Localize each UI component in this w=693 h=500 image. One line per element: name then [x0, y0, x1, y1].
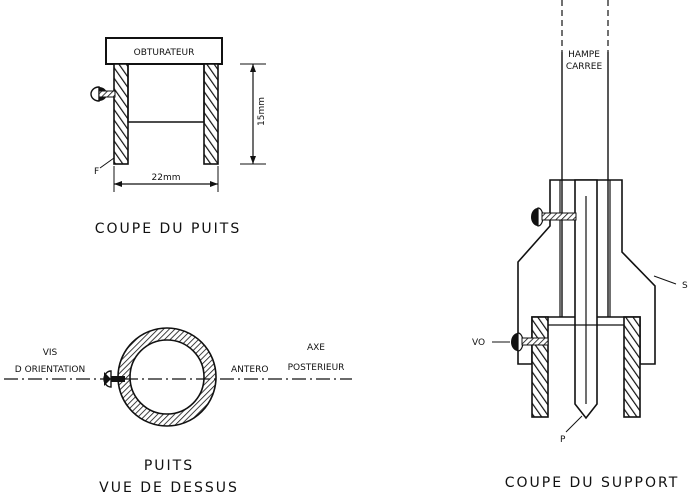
- posterieur-label: POSTERIEUR: [288, 363, 345, 373]
- well-right-wall: [203, 63, 219, 165]
- top-view-drawing: VIS D ORIENTATION ANTERO AXE POSTERIEUR …: [4, 327, 352, 496]
- antero-label: ANTERO: [231, 365, 268, 375]
- height-dimension: [240, 63, 266, 165]
- obturateur-cap: [105, 37, 223, 65]
- s-label: S: [682, 281, 688, 291]
- dimension-22mm: 22mm: [152, 173, 181, 183]
- obturateur-label: OBTURATEUR: [134, 48, 195, 58]
- dimension-15mm: 15mm: [257, 97, 267, 126]
- orientation-screw-icon: [103, 370, 125, 388]
- well-screw-icon: [90, 86, 116, 102]
- width-dimension: [113, 166, 219, 192]
- vue-dessus-caption: VUE DE DESSUS: [99, 480, 239, 496]
- support-left-thread: [531, 316, 549, 418]
- axe-label: AXE: [307, 343, 325, 353]
- p-label: P: [560, 435, 566, 445]
- coupe-support-caption: COUPE DU SUPPORT: [505, 475, 680, 491]
- support-right-thread: [623, 316, 641, 418]
- carree-label: CARREE: [566, 62, 603, 72]
- vis-label: VIS: [43, 348, 58, 358]
- support-section-drawing: HAMPE CARREE VO S P: [472, 0, 688, 491]
- hampe-label: HAMPE: [568, 50, 600, 60]
- coupe-puits-caption: COUPE DU PUITS: [95, 221, 242, 237]
- orientation-label: D ORIENTATION: [15, 365, 85, 375]
- vue-puits-caption: PUITS: [144, 458, 194, 474]
- well-left-wall: [113, 63, 129, 165]
- vo-label: VO: [472, 338, 485, 348]
- vo-screw-icon: [511, 332, 549, 352]
- support-screw-icon: [531, 207, 577, 227]
- well-section-drawing: OBTURATEUR F 15mm: [90, 37, 267, 237]
- obturateur-plug: [127, 64, 205, 123]
- well-bore: [129, 339, 205, 415]
- f-label: F: [94, 167, 99, 177]
